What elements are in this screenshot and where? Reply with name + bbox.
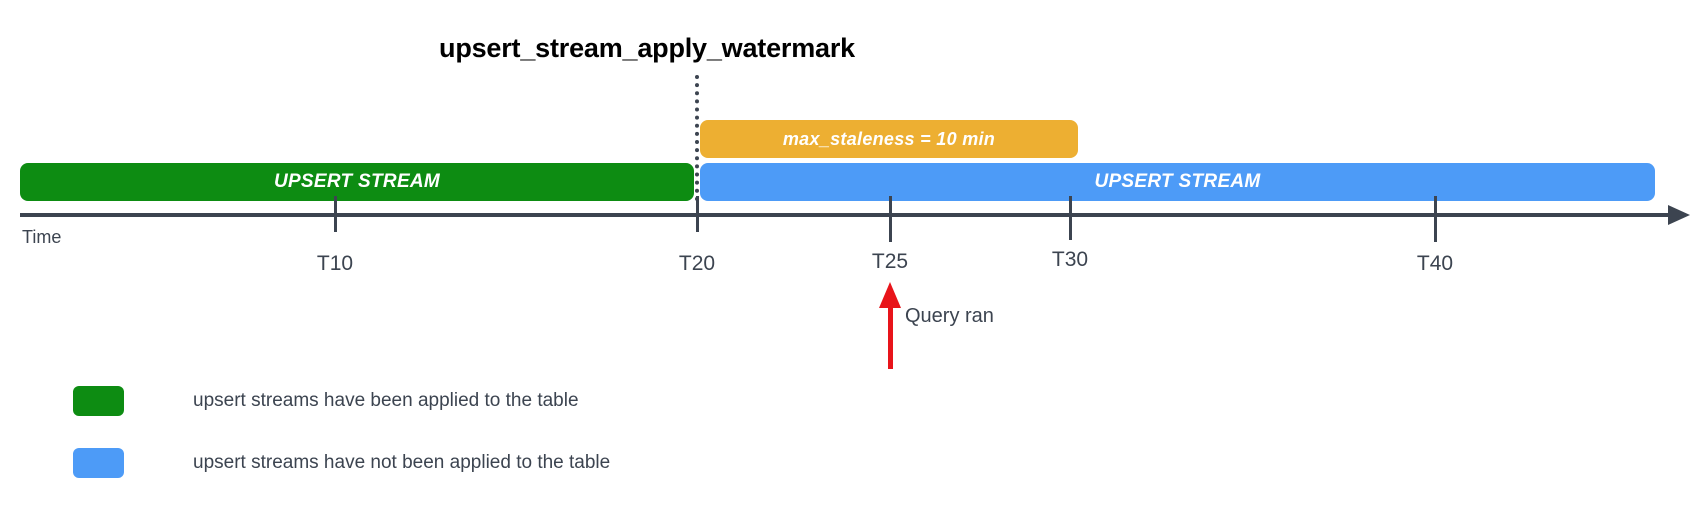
legend-swatch-applied	[73, 386, 124, 416]
max-staleness-bar: max_staleness = 10 min	[700, 120, 1078, 158]
upsert-stream-applied-bar-label: UPSERT STREAM	[273, 171, 441, 192]
max-staleness-bar-label: max_staleness = 10 min	[782, 128, 996, 149]
tick-label-t25: T25	[871, 250, 909, 273]
query-ran-arrow-icon	[879, 282, 901, 308]
tick-mark-t25	[889, 196, 892, 242]
legend: upsert streams have been applied to the …	[73, 386, 610, 478]
time-axis-arrow-icon	[1668, 205, 1690, 225]
upsert-stream-applied-bar: UPSERT STREAM	[20, 163, 694, 201]
legend-item: upsert streams have not been applied to …	[73, 448, 610, 478]
legend-item-label: upsert streams have not been applied to …	[193, 452, 611, 473]
legend-item: upsert streams have been applied to the …	[73, 386, 610, 416]
legend-swatch-not-applied	[73, 448, 124, 478]
tick-label-t30: T30	[1051, 248, 1089, 271]
watermark-dotted-line	[695, 75, 699, 201]
tick-mark-t30	[1069, 196, 1072, 240]
legend-item-label: upsert streams have been applied to the …	[193, 390, 579, 411]
tick-label-t40: T40	[1416, 252, 1454, 275]
upsert-stream-pending-bar: UPSERT STREAM	[700, 163, 1655, 201]
tick-mark-t20	[696, 196, 699, 232]
page-title: upsert_stream_apply_watermark	[439, 33, 855, 63]
time-axis-line	[20, 213, 1680, 217]
tick-mark-t10	[334, 196, 337, 232]
upsert-stream-pending-bar-label: UPSERT STREAM	[1094, 171, 1261, 192]
time-axis-label: Time	[22, 227, 62, 247]
query-ran-label: Query ran	[905, 305, 994, 327]
tick-label-t20: T20	[678, 252, 716, 275]
query-ran-arrow-shaft	[888, 305, 893, 369]
tick-mark-t40	[1434, 196, 1437, 242]
tick-label-t10: T10	[316, 252, 354, 275]
